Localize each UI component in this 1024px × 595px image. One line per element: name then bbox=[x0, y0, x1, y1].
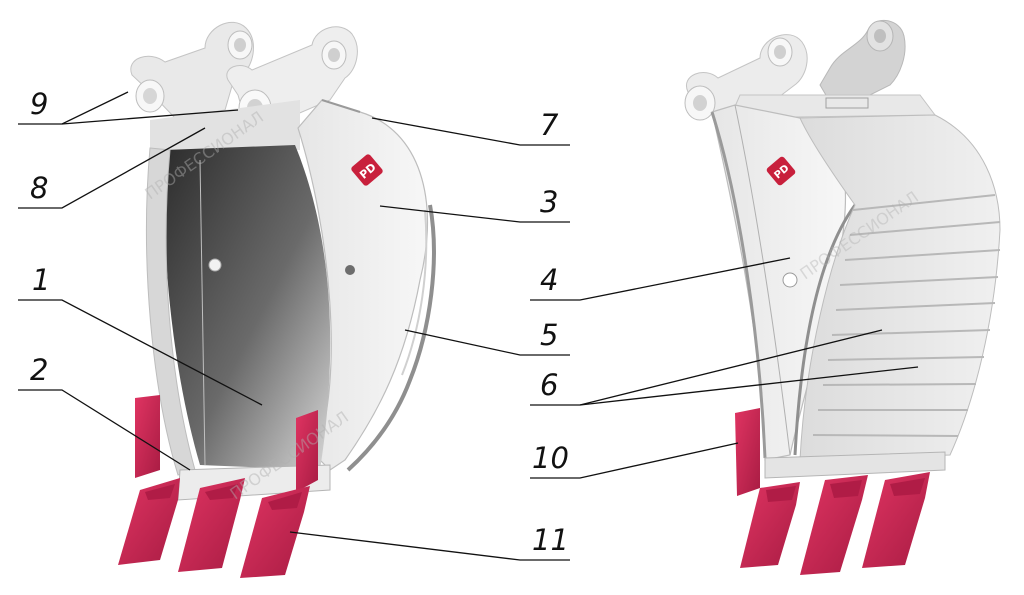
right-tooth-1 bbox=[740, 482, 800, 568]
callout-7: 7 bbox=[540, 108, 559, 142]
leader-2 bbox=[18, 389, 191, 471]
callout-10: 10 bbox=[532, 441, 569, 475]
left-side-cutter bbox=[346, 204, 436, 472]
right-tooth-3 bbox=[862, 472, 930, 568]
right-back-wrapper bbox=[799, 114, 1001, 461]
leader-7 bbox=[371, 117, 570, 146]
left-bucket-interior bbox=[164, 145, 331, 470]
callout-5: 5 bbox=[540, 318, 558, 352]
left-tooth-1 bbox=[118, 478, 180, 565]
callout-9: 9 bbox=[30, 87, 48, 121]
left-side-pad-left bbox=[135, 395, 160, 478]
callout-2: 2 bbox=[30, 353, 48, 387]
callout-numbers: 9 8 1 2 7 3 5 11 4 6 10 bbox=[30, 87, 569, 557]
right-tooth-2 bbox=[800, 475, 868, 575]
callout-3: 3 bbox=[540, 185, 558, 219]
callout-6: 6 bbox=[540, 368, 558, 402]
right-mount-brackets bbox=[684, 20, 936, 121]
right-bucket: PD ПРОФЕССИОНАЛ bbox=[684, 20, 1001, 575]
right-teeth bbox=[740, 472, 930, 575]
leader-lines bbox=[18, 91, 919, 561]
left-tooth-3 bbox=[240, 486, 310, 578]
leader-10 bbox=[530, 442, 739, 479]
right-side-pad bbox=[735, 408, 760, 496]
left-bucket: PD ПРОФЕССИОНАЛ ПРОФЕССИОНАЛ bbox=[118, 22, 436, 578]
leader-3 bbox=[379, 205, 570, 223]
callout-11: 11 bbox=[532, 523, 569, 557]
left-teeth bbox=[118, 478, 310, 578]
right-brand-logo: PD bbox=[766, 156, 796, 186]
callout-1: 1 bbox=[32, 263, 50, 297]
leader-11 bbox=[289, 531, 570, 561]
left-side-pad-right bbox=[296, 410, 318, 492]
left-brand-logo: PD bbox=[351, 154, 383, 186]
leader-4 bbox=[530, 257, 791, 301]
leader-1 bbox=[18, 299, 263, 406]
leader-5 bbox=[404, 329, 570, 356]
callout-4: 4 bbox=[540, 263, 558, 297]
callout-8: 8 bbox=[30, 171, 48, 205]
left-side-plate bbox=[297, 99, 429, 471]
leader-8 bbox=[18, 127, 206, 209]
right-wear-strips bbox=[812, 194, 1001, 437]
left-tooth-2 bbox=[178, 478, 245, 572]
